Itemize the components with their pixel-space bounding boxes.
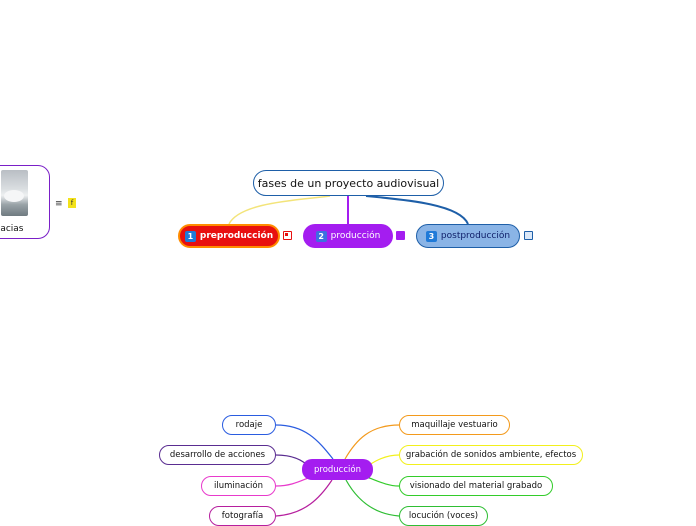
number-badge: 2 [315,230,327,242]
subtopic-visionado[interactable]: visionado del material grabado [399,476,553,496]
menu-icon[interactable]: ≡ [55,199,63,209]
topic-label: postproducción [440,231,511,241]
subtopic-grabacion-sonidos[interactable]: grabación de sonidos ambiente, efectos [399,445,583,465]
subtopic-maquillaje-vestuario[interactable]: maquillaje vestuario [399,415,510,435]
subtopic-label: desarrollo de acciones [169,450,266,460]
subtopic-fotografia[interactable]: fotografía [209,506,276,526]
subtopic-desarrollo-de-acciones[interactable]: desarrollo de acciones [159,445,276,465]
topic-label: producción [330,231,381,241]
subtopic-label: rodaje [235,420,263,430]
number-badge: 1 [184,230,196,242]
root-topic-label: fases de un proyecto audiovisual [257,176,440,190]
topic-postproduccion[interactable]: 3 postproducción [416,224,520,248]
root-topic[interactable]: fases de un proyecto audiovisual [253,170,444,196]
card-label: n macias [0,224,24,234]
subtopic-label: fotografía [221,511,264,521]
note-icon[interactable] [524,231,533,240]
subtopic-label: grabación de sonidos ambiente, efectos [405,450,577,460]
topic-produccion[interactable]: 2 producción [303,224,393,248]
center-label: producción [314,464,361,475]
link-locucion [345,479,400,517]
subtopic-label: maquillaje vestuario [411,420,498,430]
subtopic-label: locución (voces) [408,511,479,521]
note-icon[interactable] [283,231,292,240]
link-maquillaje [344,424,400,460]
subtopic-rodaje[interactable]: rodaje [222,415,276,435]
link-visionado [365,476,400,487]
number-badge: 3 [425,230,437,242]
subtopic-label: iluminación [214,481,263,491]
subtopic-locucion[interactable]: locución (voces) [399,506,488,526]
link-root-postproduccion [365,195,469,225]
note-icon[interactable] [396,231,405,240]
topic-label: preproducción [199,231,274,241]
image-topic-card[interactable]: n macias [0,165,50,239]
swan-photo [1,170,28,216]
topic-preproduccion[interactable]: 1 preproducción [178,224,280,248]
link-rodaje [275,424,334,460]
note-badge-icon[interactable]: f [68,198,76,208]
link-fotografia [275,479,333,517]
produccion-center-topic[interactable]: producción [302,459,373,480]
subtopic-iluminacion[interactable]: iluminación [201,476,276,496]
link-root-preproduccion [228,195,331,225]
subtopic-label: visionado del material grabado [409,481,543,491]
